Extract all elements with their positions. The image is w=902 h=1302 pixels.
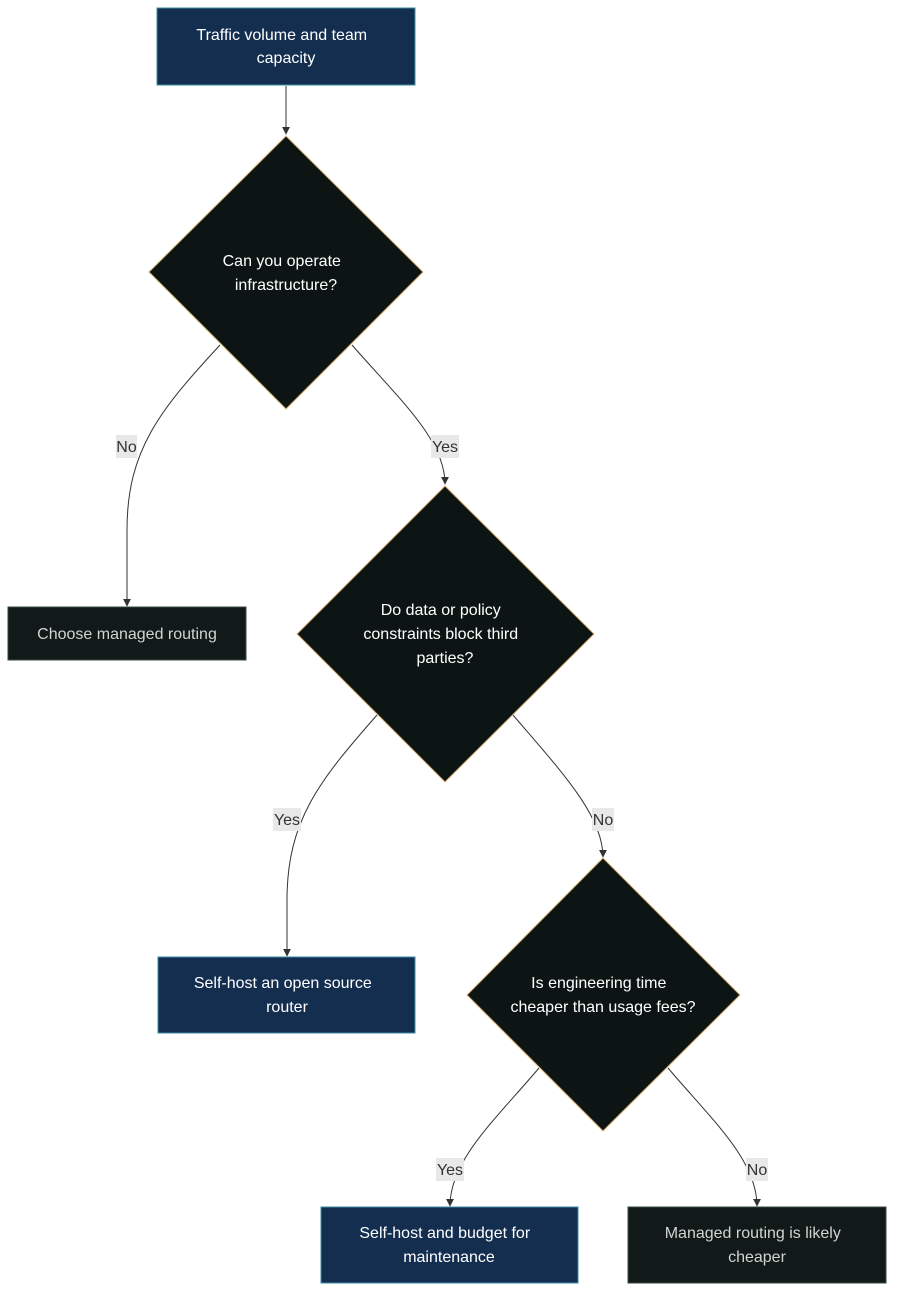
edge-label-cost-yes: Yes [436,1158,464,1181]
edge-operate-no [123,344,221,607]
edge-label-constraints-no: No [592,808,614,831]
svg-text:Do data or policy constr: Do data or policy constraints block thir… [363,602,522,667]
svg-text:Yes: Yes [274,812,300,829]
decision-engineering-cost: Is engineering time cheaper than usage f… [466,857,741,1132]
svg-text:Choose managed routing: Choose managed routing [37,626,217,643]
decision-operate-infrastructure: Can you operate infrastructure? [148,135,424,410]
node-self-host-open-source: Self-host an open source router [157,956,416,1034]
svg-text:Managed routing is likely: Managed routing is likely cheaper [665,1225,846,1266]
edge-label-operate-no: No [116,435,137,458]
node-start: Traffic volume and team capacity [156,7,416,86]
svg-text:Yes: Yes [437,1162,463,1179]
edge-label-operate-yes: Yes [431,435,459,458]
edge-constraints-yes [283,714,378,957]
decision-policy-constraints: Do data or policy constraints block thir… [296,485,595,783]
edge-cost-yes [446,1067,540,1207]
svg-text:Yes: Yes [432,439,458,456]
edge-label-constraints-yes: Yes [273,808,301,831]
svg-text:No: No [593,812,614,829]
node-self-host-budget: Self-host and budget for maintenance [320,1206,579,1284]
svg-text:Can you operate infrastr: Can you operate infrastructure? [223,253,346,294]
edge-constraints-no [512,714,607,858]
svg-text:No: No [747,1162,768,1179]
node-choose-managed-routing: Choose managed routing [7,606,247,661]
edge-label-cost-no: No [746,1158,768,1181]
svg-text:Self-host an open source: Self-host an open source router [194,975,376,1016]
edge-cost-no [667,1067,761,1207]
edge-operate-yes [351,344,449,485]
svg-text:Self-host and budget for: Self-host and budget for maintenance [359,1225,534,1266]
svg-text:Is engineering time chea: Is engineering time cheaper than usage f… [510,975,695,1016]
node-managed-routing-cheaper: Managed routing is likely cheaper [627,1206,887,1284]
svg-text:Traffic volume and team: Traffic volume and team capacity [196,27,371,67]
svg-text:No: No [116,439,137,456]
